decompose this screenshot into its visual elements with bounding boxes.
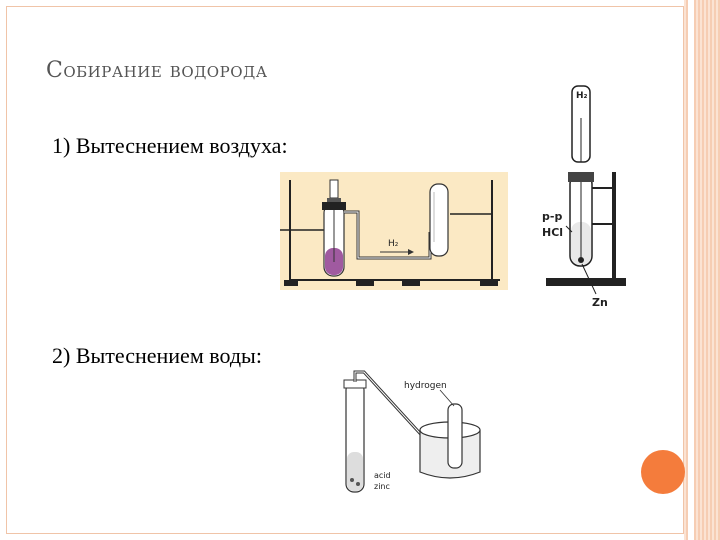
method-water-displacement: 2) Вытеснением воды: [52,343,262,368]
stand-collection-figure: H₂ p-p HCl Zn [542,85,626,309]
reaction-tube-stopper [568,172,594,182]
solution-label-1: p-p [542,210,562,223]
zinc-granule [350,478,354,482]
stand-foot [480,280,498,286]
zinc-granule [356,482,360,486]
figure-background [280,172,508,290]
solution-label-2: HCl [542,226,563,239]
tube-gas-label: H₂ [576,91,588,101]
gas-flow-arrowhead [408,249,414,255]
slide-title: Собирание водорода [46,58,268,83]
funnel-neck [329,179,339,199]
funnel-stopcock [327,198,341,204]
side-band-gap [688,0,694,540]
stand-base [546,278,626,286]
stand-foot [402,280,420,286]
stand-foot [356,280,374,286]
label-pointer [565,225,573,233]
method-air-displacement: 1) Вытеснением воздуха: [52,133,288,158]
hydrogen-label: hydrogen [404,381,447,391]
acid-liquid [347,452,363,491]
decorative-orange-circle [641,450,685,494]
zinc-pointer [581,263,597,295]
tube-stopper [322,202,346,210]
zinc-label: Zn [592,296,608,309]
zinc-label: zinc [374,482,390,491]
acid-label: acid [374,471,391,480]
gas-collecting-tube [447,403,463,469]
stand-foot [284,280,298,286]
collecting-tube [429,183,449,257]
hydrogen-pointer [439,389,455,407]
gas-label: H₂ [388,239,399,249]
water-displacement-figure: hydrogen acid zinc [343,370,481,493]
air-displacement-figure: H₂ [280,172,508,290]
